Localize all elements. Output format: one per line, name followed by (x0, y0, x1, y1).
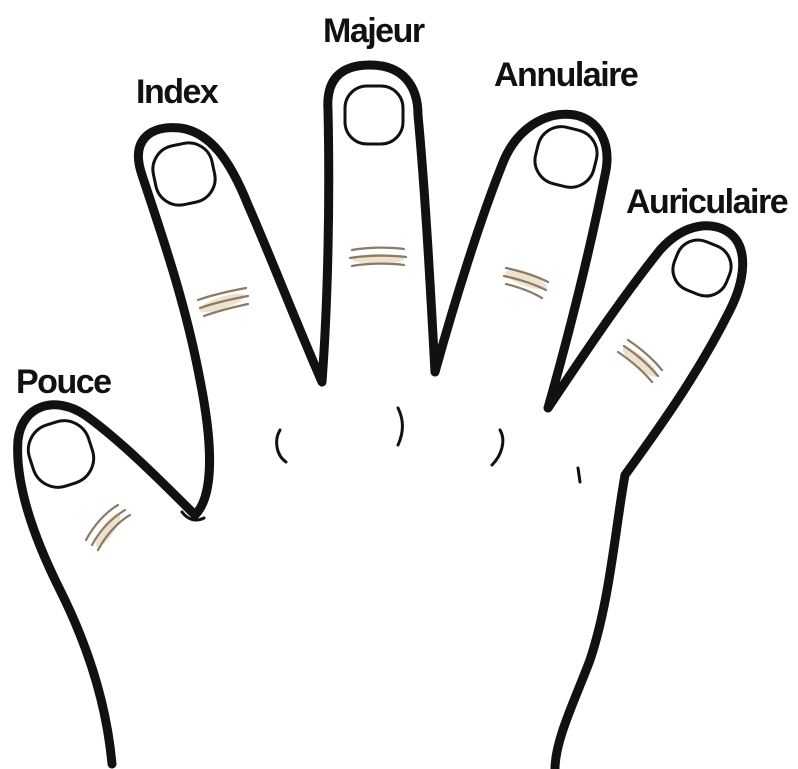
middle-nail (345, 86, 403, 144)
palm-line (578, 468, 580, 482)
label-index: Index (136, 73, 219, 111)
hand-outline (18, 65, 743, 769)
label-auriculaire: Auriculaire (626, 183, 788, 221)
label-majeur: Majeur (323, 12, 425, 50)
label-pouce: Pouce (16, 363, 111, 401)
label-annulaire: Annulaire (494, 56, 638, 94)
